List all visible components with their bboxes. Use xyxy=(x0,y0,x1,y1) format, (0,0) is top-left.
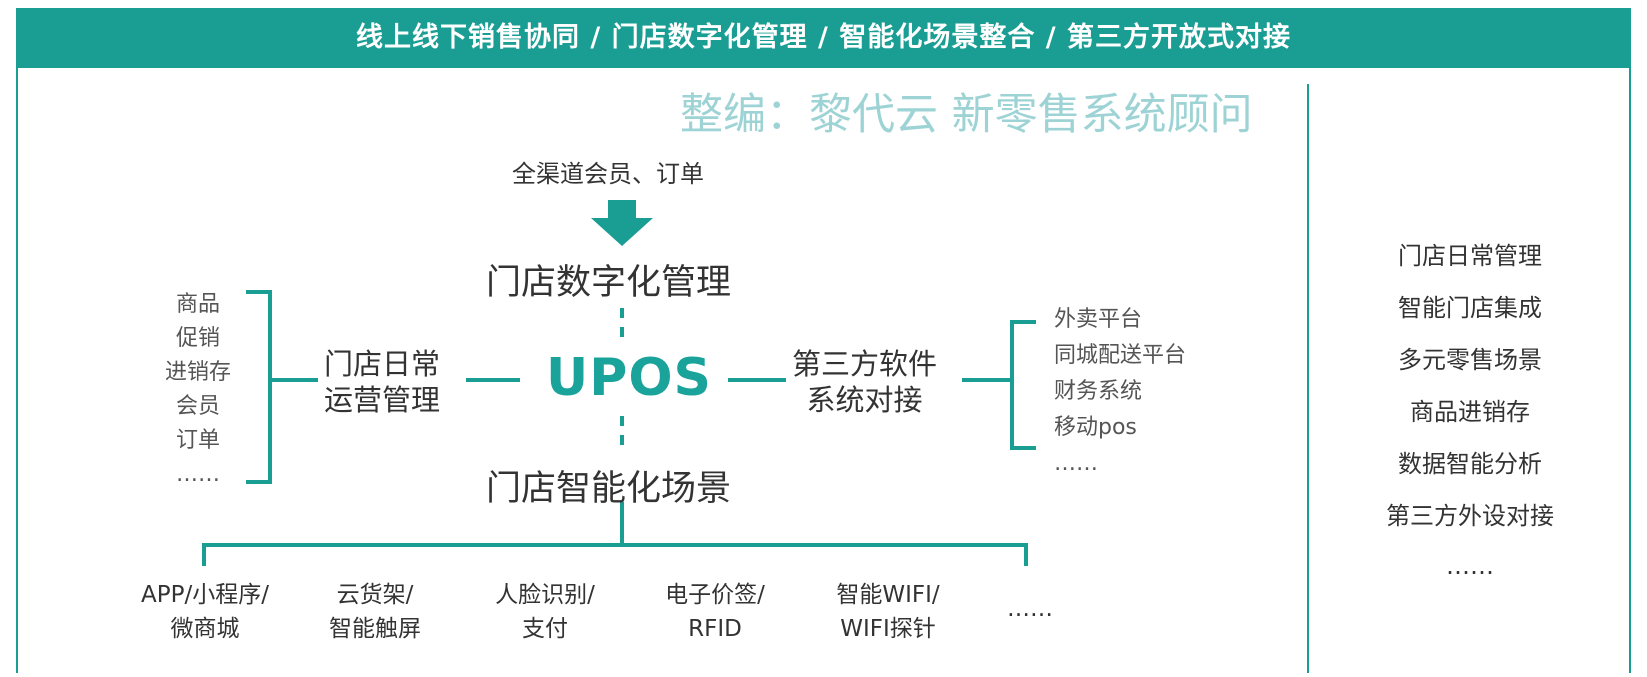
left-node-line-2: 运营管理 xyxy=(324,383,441,417)
side-item: …… xyxy=(1446,552,1494,580)
left-item: …… xyxy=(176,462,220,487)
scene-item-shelf: 云货架/ 智能触屏 xyxy=(300,578,450,646)
scene-item-line: …… xyxy=(1007,596,1053,622)
side-item: 数据智能分析 xyxy=(1398,450,1542,478)
core-label: UPOS xyxy=(546,348,712,408)
scene-item-line: 支付 xyxy=(522,616,568,642)
left-item: 促销 xyxy=(175,326,220,351)
right-item: 移动pos xyxy=(1054,415,1137,440)
left-item: 订单 xyxy=(175,428,220,453)
left-items: 商品 促销 进销存 会员 订单 …… xyxy=(150,288,246,492)
scene-item-app: APP/小程序/ 微商城 xyxy=(120,578,290,646)
scene-item-face: 人脸识别/ 支付 xyxy=(470,578,620,646)
vertical-divider xyxy=(1307,84,1309,673)
side-item: 智能门店集成 xyxy=(1398,294,1542,322)
left-bracket xyxy=(246,290,272,484)
right-item: 财务系统 xyxy=(1054,379,1143,404)
side-item: 商品进销存 xyxy=(1410,398,1530,426)
scene-item-line: 智能触屏 xyxy=(329,616,421,642)
right-item: 同城配送平台 xyxy=(1054,343,1187,368)
right-node-line-2: 系统对接 xyxy=(806,383,923,417)
scene-item-line: 人脸识别/ xyxy=(495,582,595,608)
right-items: 外卖平台 同城配送平台 财务系统 移动pos …… xyxy=(1054,302,1186,482)
bottom-title: 门店智能化场景 xyxy=(486,469,732,509)
right-bracket xyxy=(1010,320,1036,450)
left-node: 门店日常 运营管理 xyxy=(324,346,440,418)
diagram-frame xyxy=(16,8,1631,673)
left-node-line-1: 门店日常 xyxy=(324,347,441,381)
down-arrow-icon xyxy=(591,200,653,246)
right-node: 第三方软件 系统对接 xyxy=(792,346,937,418)
right-node-line-1: 第三方软件 xyxy=(792,347,938,381)
scene-item-wifi: 智能WIFI/ WIFI探针 xyxy=(808,578,968,646)
scene-item-line: 智能WIFI/ xyxy=(836,582,940,608)
side-item: 多元零售场景 xyxy=(1398,346,1542,374)
scene-item-line: WIFI探针 xyxy=(840,616,936,642)
scene-item-more: …… xyxy=(990,592,1070,626)
scene-item-line: RFID xyxy=(688,616,742,642)
left-item: 商品 xyxy=(175,292,220,317)
header-banner: 线上线下销售协同 / 门店数字化管理 / 智能化场景整合 / 第三方开放式对接 xyxy=(16,8,1631,68)
top-note: 全渠道会员、订单 xyxy=(512,160,704,188)
scene-item-line: 云货架/ xyxy=(336,582,414,608)
scene-item-line: 微商城 xyxy=(170,616,240,642)
side-item: 第三方外设对接 xyxy=(1386,502,1554,530)
left-item: 会员 xyxy=(175,394,220,419)
left-item: 进销存 xyxy=(164,360,231,385)
side-item: 门店日常管理 xyxy=(1398,242,1542,270)
center-title: 门店数字化管理 xyxy=(486,263,732,303)
watermark-text: 整编：黎代云 新零售系统顾问 xyxy=(680,90,1253,140)
right-item: 外卖平台 xyxy=(1054,307,1143,332)
scene-item-esl: 电子价签/ RFID xyxy=(640,578,790,646)
scene-item-line: APP/小程序/ xyxy=(141,582,269,608)
right-item: …… xyxy=(1054,451,1098,476)
scene-item-line: 电子价签/ xyxy=(665,582,765,608)
